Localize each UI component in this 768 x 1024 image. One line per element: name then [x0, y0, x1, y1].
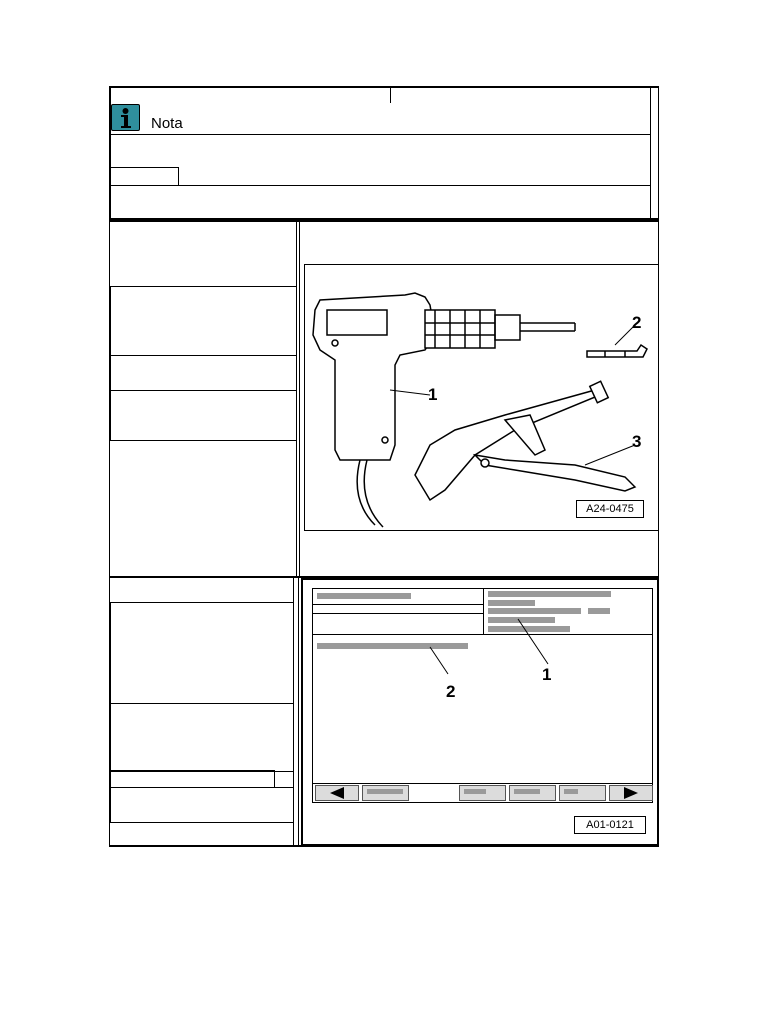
left-row-3	[110, 390, 297, 441]
screen-left-line-1	[313, 604, 483, 605]
nav-button-2[interactable]	[459, 785, 506, 801]
note-block-right-border	[650, 86, 659, 220]
nav-prev-button[interactable]	[315, 785, 359, 801]
figure-tools	[304, 264, 659, 531]
note-line	[110, 185, 650, 186]
nav-next-button[interactable]	[609, 785, 653, 801]
arrow-left-icon	[330, 787, 344, 799]
note-header-line	[110, 134, 650, 135]
arrow-right-icon	[624, 787, 638, 799]
screen-gray-text-2	[488, 591, 611, 597]
note-tab-box	[110, 167, 179, 186]
screen-gray-text-7	[488, 626, 570, 632]
screen-gray-text-3	[488, 600, 535, 606]
left-row-7	[110, 787, 294, 823]
nav-button-4[interactable]	[559, 785, 606, 801]
note-block	[109, 86, 659, 220]
left-row-4	[110, 602, 294, 704]
screen-left-line-2	[313, 613, 483, 614]
screen-callout-2: 2	[446, 682, 456, 701]
info-icon	[111, 104, 140, 131]
callout-2: 2	[632, 313, 642, 332]
callout-1: 1	[428, 385, 438, 404]
screen-gray-text-1	[317, 593, 411, 599]
nozzle-tip-drawing	[586, 343, 648, 358]
screen-display	[312, 588, 653, 803]
figure-screen	[301, 578, 659, 846]
nav-button-3[interactable]	[509, 785, 556, 801]
heat-gun-drawing	[312, 292, 576, 528]
left-row-1	[110, 286, 297, 356]
screen-gray-text-4	[488, 608, 581, 614]
screen-header-line	[313, 634, 652, 635]
pliers-drawing	[414, 380, 637, 502]
screen-leader-lines	[429, 618, 549, 675]
note-top-divider	[390, 87, 391, 103]
nav-button-1[interactable]	[362, 785, 409, 801]
screen-header-divider	[483, 589, 484, 634]
left-row-6	[110, 770, 275, 788]
screen-callout-1: 1	[542, 665, 552, 684]
screen-gray-text-8	[317, 643, 468, 649]
left-row-2	[110, 355, 297, 391]
left-row-5	[110, 703, 294, 772]
screen-figure-id: A01-0121	[574, 816, 646, 834]
figure-id: A24-0475	[576, 500, 644, 518]
screen-gray-text-6	[488, 617, 555, 623]
screen-gray-text-5	[588, 608, 610, 614]
note-label: Nota	[151, 115, 183, 132]
callout-3: 3	[632, 432, 642, 451]
screen-nav-bar	[313, 783, 652, 784]
